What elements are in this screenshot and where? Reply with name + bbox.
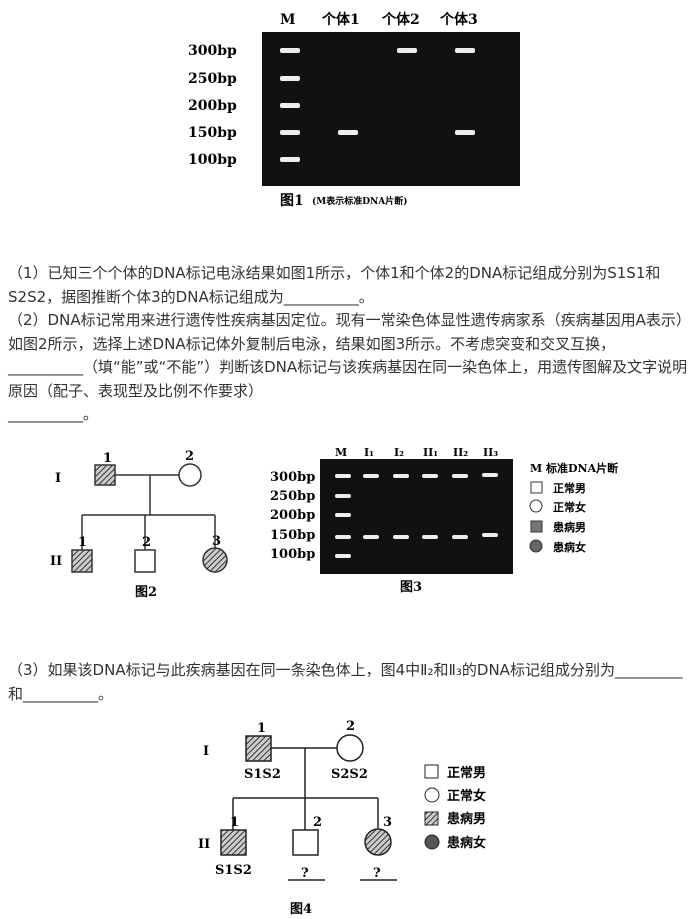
question-part-1: （1）已知三个个体的DNA标记电泳结果如图1所示，个体1和个体2的DNA标记组成… — [8, 264, 661, 306]
figure-caption: 图1 — [280, 193, 304, 209]
figure-2-labels: I II 1 2 1 2 3 图2 — [50, 449, 221, 600]
figure-3-legend: M 标准DNA片断 正常男 正常女 患病男 患病女 — [529, 461, 618, 554]
lane-header: 个体1 — [321, 11, 360, 28]
label: 100bp — [270, 547, 315, 562]
label: 正常女 — [447, 788, 486, 804]
label: ? — [373, 866, 381, 881]
label: 患病女 — [447, 835, 486, 851]
question-part-2: （2）DNA标记常用来进行遗传性疾病基因定位。现有一常染色体显性遗传病家系（疾病… — [8, 311, 688, 400]
label: 3 — [383, 815, 392, 830]
size-label: 100bp — [188, 152, 237, 168]
size-label: 200bp — [188, 98, 237, 114]
label: 患病女 — [553, 540, 586, 554]
label: 图3 — [400, 580, 422, 595]
label: 3 — [212, 534, 221, 549]
label: I — [55, 471, 61, 486]
question-part-3: （3）如果该DNA标记与此疾病基因在同一条染色体上，图4中Ⅱ₂和Ⅱ₃的DNA标记… — [8, 661, 683, 703]
label: 1 — [78, 535, 87, 550]
size-label: 150bp — [188, 125, 237, 141]
label: S1S2 — [244, 767, 281, 782]
figure-2-pedigree — [71, 463, 228, 573]
lane-header: M — [280, 12, 296, 28]
label: II — [50, 554, 62, 569]
label: 2 — [185, 449, 194, 464]
figure-1-gel: M 个体1 个体2 个体3 300bp 250bp 200bp 150bp 10… — [188, 11, 520, 209]
figure-caption-note: (M表示标准DNA片断) — [312, 195, 408, 207]
figure-caption: 图2 — [135, 585, 157, 600]
label: 2 — [142, 535, 151, 550]
size-label: 300bp — [188, 43, 237, 59]
label: I — [203, 744, 209, 759]
label: M — [335, 446, 347, 459]
label: 正常女 — [553, 500, 586, 514]
lane-header: 个体2 — [381, 11, 420, 28]
label: II — [198, 837, 210, 852]
label: 250bp — [270, 489, 315, 504]
label: 正常男 — [447, 765, 486, 781]
label: 2 — [346, 719, 355, 734]
label: 1 — [103, 451, 112, 466]
label: 2 — [313, 815, 322, 830]
label: S1S2 — [215, 863, 252, 878]
label: 患病男 — [447, 811, 486, 827]
lane-header: 个体3 — [439, 11, 478, 28]
question-text: （1）已知三个个体的DNA标记电泳结果如图1所示，个体1和个体2的DNA标记组成… — [8, 262, 688, 427]
figure-4-legend: 正常男 正常女 患病男 患病女 — [424, 764, 486, 851]
question-part-2-tail: __________。 — [8, 405, 99, 423]
label: S2S2 — [331, 767, 368, 782]
label: II₁ — [423, 446, 438, 459]
label: 150bp — [270, 528, 315, 543]
figure-4-labels: I II 1 2 S1S2 S2S2 1 2 3 S1S2 ? ? 图4 — [198, 719, 392, 917]
label: ? — [301, 866, 309, 881]
label: 1 — [257, 721, 266, 736]
size-label: 250bp — [188, 71, 237, 87]
figure-3-gel: M I₁ I₂ II₁ II₂ II₃ 300bp 250bp 200bp 15… — [270, 446, 618, 595]
label: 1 — [230, 815, 239, 830]
gel-bands — [335, 473, 498, 558]
figure-4-pedigree — [220, 734, 397, 881]
label: II₃ — [483, 446, 498, 459]
label: II₂ — [453, 446, 468, 459]
label: 200bp — [270, 508, 315, 523]
label: I₁ — [364, 446, 374, 459]
gel-bands — [280, 48, 475, 162]
label: 正常男 — [553, 481, 586, 495]
label: M 标准DNA片断 — [530, 461, 618, 475]
label: 患病男 — [553, 520, 586, 534]
label: I₂ — [394, 446, 404, 459]
label: 300bp — [270, 470, 315, 485]
label: 图4 — [290, 902, 312, 917]
